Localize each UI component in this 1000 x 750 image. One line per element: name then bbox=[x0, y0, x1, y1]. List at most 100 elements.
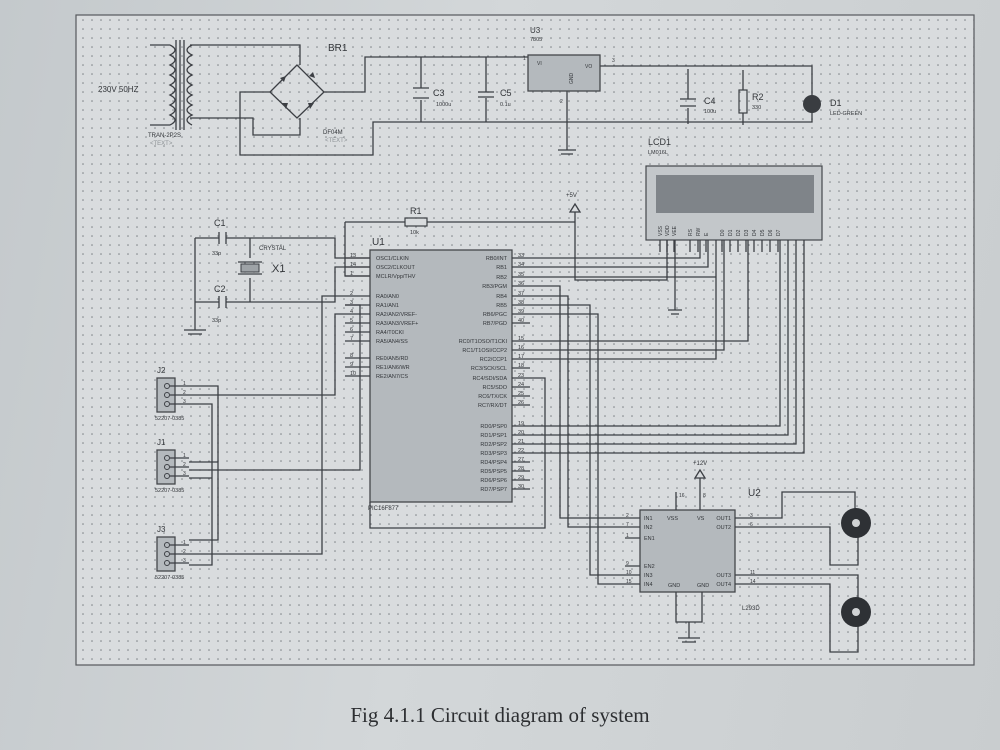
connector-ref: J3 bbox=[157, 525, 166, 534]
u1-pin-label: RD7/PSP7 bbox=[480, 487, 507, 493]
u1-pin-label: RB4 bbox=[496, 294, 507, 300]
u1-pin-number: 26 bbox=[518, 400, 524, 406]
u1-pin-label: RE0/AN5/RD bbox=[376, 356, 408, 362]
lcd-pin-label: D1 bbox=[728, 229, 734, 236]
c5-ref: C5 bbox=[500, 88, 512, 98]
lcd-pin-label: VEE bbox=[672, 225, 678, 236]
u2-pin-label: IN4 bbox=[644, 582, 653, 588]
pin-socket bbox=[164, 455, 170, 461]
placeholder-text: <TEXT> bbox=[150, 141, 173, 147]
lcd-pin-label: D2 bbox=[736, 229, 742, 236]
u2-pin-label: IN3 bbox=[644, 573, 653, 579]
figure-caption: Fig 4.1.1 Circuit diagram of system bbox=[350, 703, 650, 727]
voltage-regulator-u3: U3 7805 VI VO GND 1 3 2 bbox=[523, 26, 615, 105]
u2-pin-number: 9 bbox=[626, 561, 629, 567]
u1-pin-label: RD1/PSP1 bbox=[480, 433, 507, 439]
u2-pin-vs: VS bbox=[697, 516, 705, 522]
u1-pin-label: RA2/AN2/VREF- bbox=[376, 312, 417, 318]
pin-socket bbox=[164, 383, 170, 389]
u1-pin-label: RC3/SCK/SCL bbox=[471, 366, 507, 372]
u1-pin-number: 28 bbox=[518, 466, 524, 472]
pin-socket bbox=[164, 473, 170, 479]
transformer-input-label: 230V 50HZ bbox=[98, 85, 139, 94]
u1-pin-number: 5 bbox=[350, 318, 353, 324]
transformer: 230V 50HZ TRAN-2P2S <TEXT> bbox=[98, 40, 194, 147]
u1-pin-number: 7 bbox=[350, 336, 353, 342]
motor-2 bbox=[841, 597, 871, 627]
connector-pin-number: 2 bbox=[183, 462, 186, 468]
u1-pin-label: RB1 bbox=[496, 265, 507, 271]
u2-pin-number: 11 bbox=[750, 570, 755, 576]
connector-pin-number: 1 bbox=[183, 453, 186, 459]
d1-ref: D1 bbox=[830, 98, 842, 108]
pin-socket bbox=[164, 401, 170, 407]
u1-pin-label: RB0/INT bbox=[486, 256, 508, 262]
u1-pin-number: 40 bbox=[518, 318, 524, 324]
c3-ref: C3 bbox=[433, 88, 445, 98]
connector-part: 52207-0385 bbox=[155, 488, 184, 494]
lcd-pin-label: D3 bbox=[744, 229, 750, 236]
resistor-r1: R1 10k bbox=[404, 206, 428, 236]
u2-pin-number: 6 bbox=[750, 522, 753, 528]
u1-pin-number: 34 bbox=[518, 262, 524, 268]
c2-ref: C2 bbox=[214, 284, 226, 294]
u3-pin-num: 2 bbox=[560, 99, 563, 105]
connector-pin-number: 3 bbox=[183, 399, 186, 405]
u2-pin-number: 7 bbox=[626, 522, 629, 528]
u1-pin-label: RD6/PSP6 bbox=[480, 478, 507, 484]
c1-value: 33p bbox=[212, 251, 221, 257]
c3-value: 1000u bbox=[436, 102, 451, 108]
u1-pin-number: 24 bbox=[518, 382, 524, 388]
pin-socket bbox=[164, 392, 170, 398]
u1-pin-label: RA4/T0CKI bbox=[376, 330, 404, 336]
connector-pin-number: 2 bbox=[183, 549, 186, 555]
r1-value: 10k bbox=[410, 230, 419, 236]
connector-pin-number: 3 bbox=[183, 471, 186, 477]
u2-ref: U2 bbox=[748, 488, 761, 499]
lcd-pin-label: E bbox=[704, 232, 710, 236]
u1-pin-label: MCLR/Vpp/THV bbox=[376, 274, 416, 280]
u1-pin-number: 9 bbox=[350, 362, 353, 368]
u2-pin-number: 14 bbox=[750, 579, 756, 585]
u1-pin-label: RC2/CCP1 bbox=[480, 357, 507, 363]
connector-ref: J1 bbox=[157, 438, 166, 447]
motor-1 bbox=[841, 508, 871, 538]
u1-pin-label: RE1/AN6/WR bbox=[376, 365, 410, 371]
transformer-part-label: TRAN-2P2S bbox=[148, 133, 181, 139]
u1-pin-number: 33 bbox=[518, 253, 524, 259]
u1-pin-number: 10 bbox=[350, 371, 356, 377]
u3-pin-vo: VO bbox=[585, 64, 592, 70]
u1-ref: U1 bbox=[372, 237, 385, 248]
u1-pin-number: 6 bbox=[350, 327, 353, 333]
x1-part: CRYSTAL bbox=[259, 246, 287, 252]
d1-part: LED-GREEN bbox=[830, 111, 862, 117]
u2-pin-num: 8 bbox=[703, 493, 706, 499]
u1-pin-label: RD0/PSP0 bbox=[480, 424, 507, 430]
u2-pin-number: 10 bbox=[626, 570, 632, 576]
u1-pin-number: 22 bbox=[518, 448, 524, 454]
u1-pin-number: 25 bbox=[518, 391, 524, 397]
u1-pin-number: 35 bbox=[518, 272, 524, 278]
u2-pin-gnd: GND bbox=[697, 583, 709, 589]
u3-pin-num: 1 bbox=[523, 56, 526, 62]
u3-pin-num: 3 bbox=[612, 58, 615, 64]
u2-pin-label: EN1 bbox=[644, 536, 655, 542]
u1-pin-number: 29 bbox=[518, 475, 524, 481]
u2-part: L293D bbox=[742, 606, 760, 612]
pin-socket bbox=[164, 464, 170, 470]
u1-pin-number: 4 bbox=[350, 309, 353, 315]
connector-pin-number: 1 bbox=[183, 381, 186, 387]
u1-pin-label: RC1/T1OSI/CCP2 bbox=[462, 348, 507, 354]
lcd-pin-label: D0 bbox=[720, 229, 726, 236]
u2-pin-label: OUT4 bbox=[716, 582, 731, 588]
u2-pin-number: 3 bbox=[750, 513, 753, 519]
u1-pin-label: OSC2/CLKOUT bbox=[376, 265, 415, 271]
u2-pin-gnd: GND bbox=[668, 583, 680, 589]
u1-pin-label: RC6/TX/CK bbox=[478, 394, 507, 400]
u1-pin-label: RA3/AN3/VREF+ bbox=[376, 321, 418, 327]
c1-ref: C1 bbox=[214, 218, 226, 228]
oscillator-circuit: C1 33p C2 33p X1 CRYSTAL bbox=[184, 218, 370, 335]
